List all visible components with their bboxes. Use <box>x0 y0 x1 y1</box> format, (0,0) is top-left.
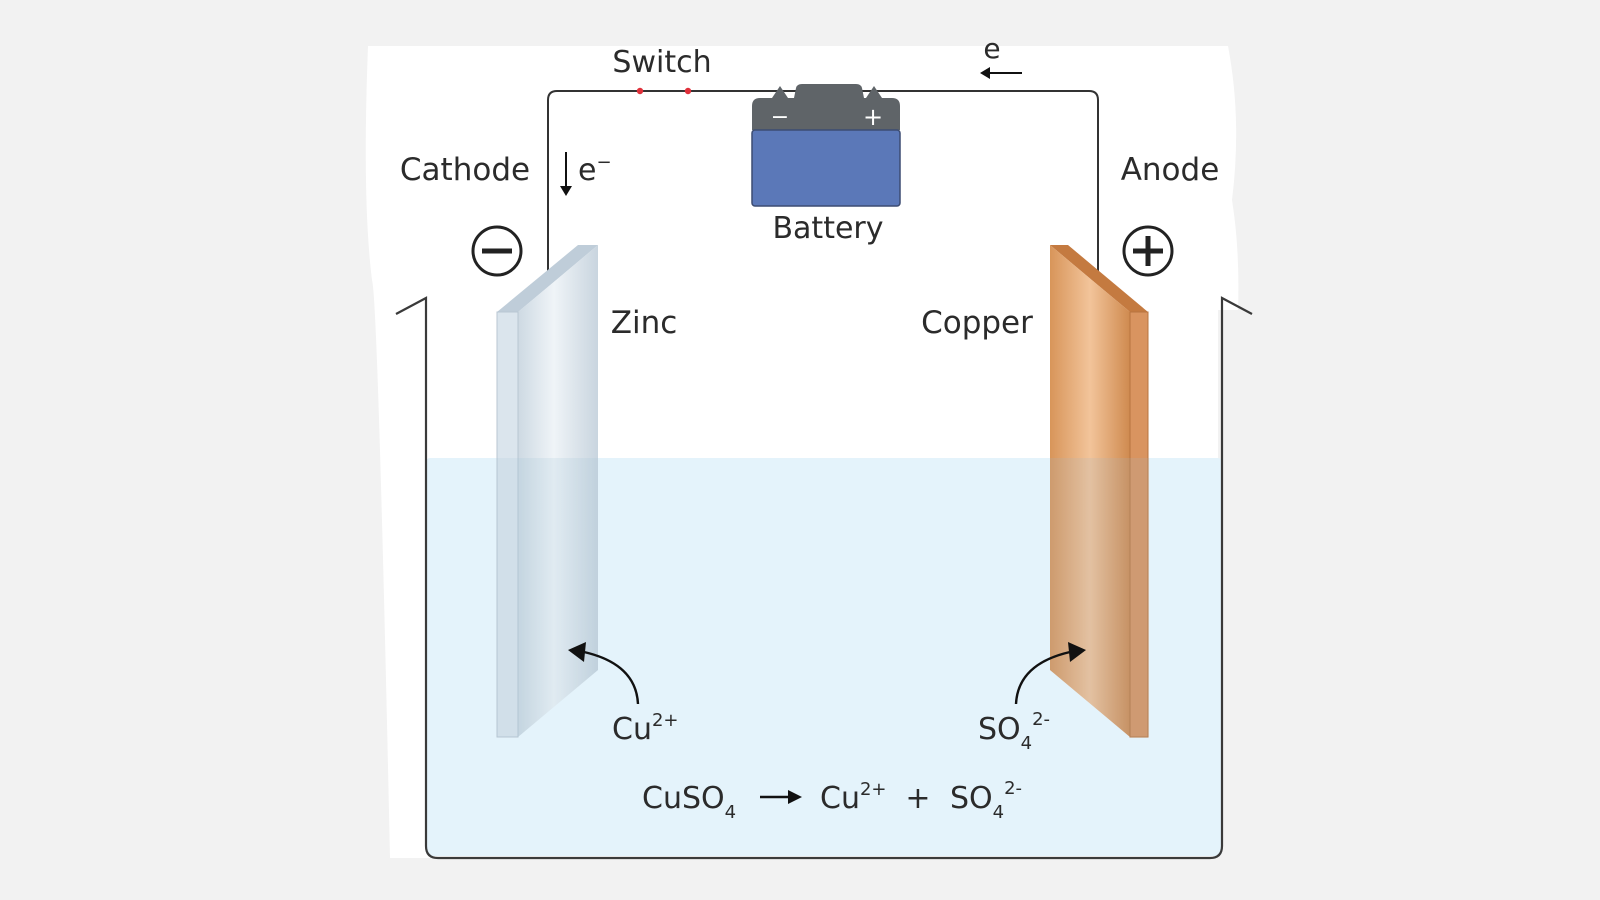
cu-ion-arrow <box>583 650 640 705</box>
zinc-label: Zinc <box>611 305 678 341</box>
cathode-label: Cathode <box>400 152 530 188</box>
equation-plus: + <box>905 781 930 816</box>
battery-terminal-left <box>772 86 788 98</box>
zinc-submerged-shade <box>497 458 598 737</box>
zinc-side-face <box>518 245 598 737</box>
battery-body <box>751 129 901 207</box>
beaker <box>395 296 1253 860</box>
so4-ion-arrowhead <box>1068 642 1086 662</box>
switch-label: Switch <box>612 45 711 80</box>
electron-label-top: e <box>983 32 1000 65</box>
copper-label: Copper <box>921 305 1033 341</box>
battery-plus-sign: + <box>863 103 883 131</box>
battery-terminal-right <box>866 86 882 98</box>
battery: − + <box>751 84 901 207</box>
copper-top-face <box>1050 245 1148 312</box>
copper-side-face <box>1050 245 1130 737</box>
copper-front-face <box>1129 311 1149 738</box>
switch-contact <box>684 87 692 95</box>
equation-product-cu: Cu2+ <box>820 779 887 816</box>
battery-minus-sign: − <box>771 105 789 130</box>
switch-contact <box>636 87 644 95</box>
battery-label: Battery <box>772 211 883 246</box>
electron-arrow-down-head <box>560 186 572 196</box>
so4-ion-arrow <box>1014 650 1071 705</box>
plus-circle-icon <box>1122 225 1174 277</box>
dissociation-equation: CuSO4 Cu2+ + SO42- <box>642 778 1022 823</box>
zinc-front-face <box>496 311 519 738</box>
anode-label: Anode <box>1121 152 1220 188</box>
copper-submerged-shade <box>1050 458 1148 737</box>
electron-label-left: e− <box>578 152 612 188</box>
copper-electrode <box>1050 245 1149 738</box>
zinc-electrode <box>496 245 598 738</box>
zinc-top-face <box>497 245 598 312</box>
equation-product-so4: SO42- <box>950 778 1022 823</box>
so4-ion-label: SO42- <box>978 709 1050 754</box>
equation-reactant: CuSO4 <box>642 781 736 823</box>
minus-circle-icon <box>471 225 523 277</box>
electron-arrow-left-head <box>980 67 990 79</box>
equation-arrowhead <box>788 790 802 804</box>
cu-ion-label: Cu2+ <box>612 710 679 747</box>
battery-cap <box>752 84 900 130</box>
electrolyte-solution <box>426 458 1222 856</box>
cu-ion-arrowhead <box>568 642 586 662</box>
